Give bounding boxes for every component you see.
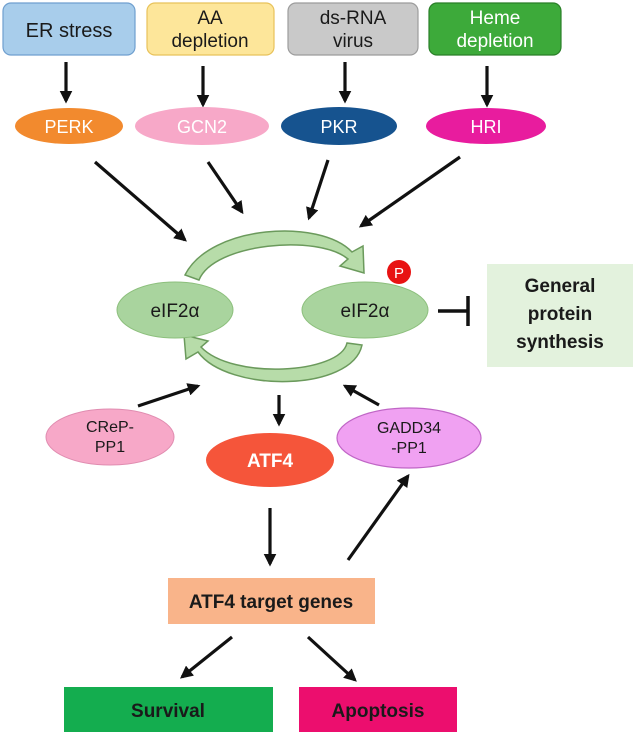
survival-label: Survival bbox=[131, 701, 205, 722]
apoptosis-label: Apoptosis bbox=[332, 701, 425, 722]
perk-shape bbox=[15, 108, 123, 144]
crep-pp1-shape bbox=[45, 408, 175, 466]
aa-depletion-box: AA depletion bbox=[146, 2, 275, 56]
cycle-arrow-bottom bbox=[183, 334, 363, 383]
pkr-node: PKR bbox=[281, 107, 397, 145]
eif2a-unphosphorylated: eIF2α bbox=[116, 281, 234, 339]
gadd34-pp1-line1: GADD34 bbox=[377, 420, 441, 437]
aa-depletion-line1: AA bbox=[197, 8, 223, 29]
arrow-targets-to-apoptosis bbox=[306, 635, 357, 682]
dsrna-virus-line1: ds-RNA bbox=[320, 8, 387, 29]
cycle-arrow-top bbox=[183, 230, 365, 281]
pkr-shape bbox=[281, 107, 397, 145]
arrow-perk-to-cycle bbox=[93, 160, 187, 242]
heme-depletion-line2: depletion bbox=[456, 31, 533, 52]
arrow-targets-to-gadd34 bbox=[346, 473, 410, 561]
er-stress-label: ER stress bbox=[26, 20, 113, 42]
arrow-targets-to-survival bbox=[180, 635, 233, 679]
atf4-target-genes-shape bbox=[168, 578, 375, 624]
crep-pp1-line1: CReP- bbox=[86, 419, 134, 436]
apoptosis-box: Apoptosis bbox=[299, 687, 457, 732]
phospho-badge-label: P bbox=[394, 265, 404, 282]
hri-shape bbox=[426, 108, 546, 144]
eif2a-right-label: eIF2α bbox=[340, 301, 389, 322]
gps-line2: protein bbox=[528, 304, 592, 325]
eif2a-left-label: eIF2α bbox=[150, 301, 199, 322]
er-stress-box: ER stress bbox=[2, 2, 136, 56]
heme-depletion-box: Heme depletion bbox=[428, 2, 562, 56]
dsrna-virus-box-shape bbox=[287, 2, 419, 56]
eif2a-right-shape bbox=[301, 281, 429, 339]
crep-pp1-line2: PP1 bbox=[95, 439, 125, 456]
survival-shape bbox=[64, 687, 273, 732]
atf4-node: ATF4 bbox=[206, 433, 334, 487]
inhibition-bar bbox=[438, 296, 470, 326]
survival-box: Survival bbox=[64, 687, 273, 732]
general-protein-synthesis-shape bbox=[487, 264, 633, 367]
perk-node: PERK bbox=[15, 108, 123, 144]
eif2a-phosphorylated: eIF2α bbox=[301, 281, 429, 339]
gps-line3: synthesis bbox=[516, 332, 604, 353]
phospho-badge: P bbox=[387, 260, 411, 284]
hri-label: HRI bbox=[471, 117, 502, 137]
gadd34-pp1-line2: -PP1 bbox=[391, 440, 427, 457]
apoptosis-shape bbox=[299, 687, 457, 732]
aa-depletion-box-shape bbox=[146, 2, 275, 56]
aa-depletion-line2: depletion bbox=[171, 31, 248, 52]
dsrna-virus-box: ds-RNA virus bbox=[287, 2, 419, 56]
pkr-label: PKR bbox=[320, 117, 357, 137]
hri-node: HRI bbox=[426, 108, 546, 144]
arrow-pkr-to-cycle bbox=[306, 159, 330, 221]
gps-line1: General bbox=[525, 276, 596, 297]
arrow-hri-to-cycle bbox=[358, 155, 461, 228]
gadd34-pp1-shape bbox=[336, 407, 482, 469]
heme-depletion-line1: Heme bbox=[470, 8, 521, 29]
er-stress-box-shape bbox=[2, 2, 136, 56]
gcn2-label: GCN2 bbox=[177, 117, 227, 137]
phospho-badge-shape bbox=[387, 260, 411, 284]
gcn2-node: GCN2 bbox=[135, 107, 269, 145]
gadd34-pp1-node: GADD34 -PP1 bbox=[336, 407, 482, 469]
atf4-shape bbox=[206, 433, 334, 487]
arrow-crep-pp1-to-cycle bbox=[137, 383, 201, 408]
atf4-label: ATF4 bbox=[247, 451, 294, 472]
heme-depletion-box-shape bbox=[428, 2, 562, 56]
arrow-gadd34-pp1-to-cycle bbox=[342, 384, 380, 407]
atf4-target-genes-box: ATF4 target genes bbox=[168, 578, 375, 624]
eif2a-left-shape bbox=[116, 281, 234, 339]
atf4-target-genes-label: ATF4 target genes bbox=[189, 592, 353, 613]
general-protein-synthesis-box: General protein synthesis bbox=[487, 264, 633, 367]
crep-pp1-node: CReP- PP1 bbox=[45, 408, 175, 466]
gcn2-shape bbox=[135, 107, 269, 145]
dsrna-virus-line2: virus bbox=[333, 31, 373, 52]
perk-label: PERK bbox=[44, 117, 93, 137]
arrow-gcn2-to-cycle bbox=[206, 161, 244, 215]
